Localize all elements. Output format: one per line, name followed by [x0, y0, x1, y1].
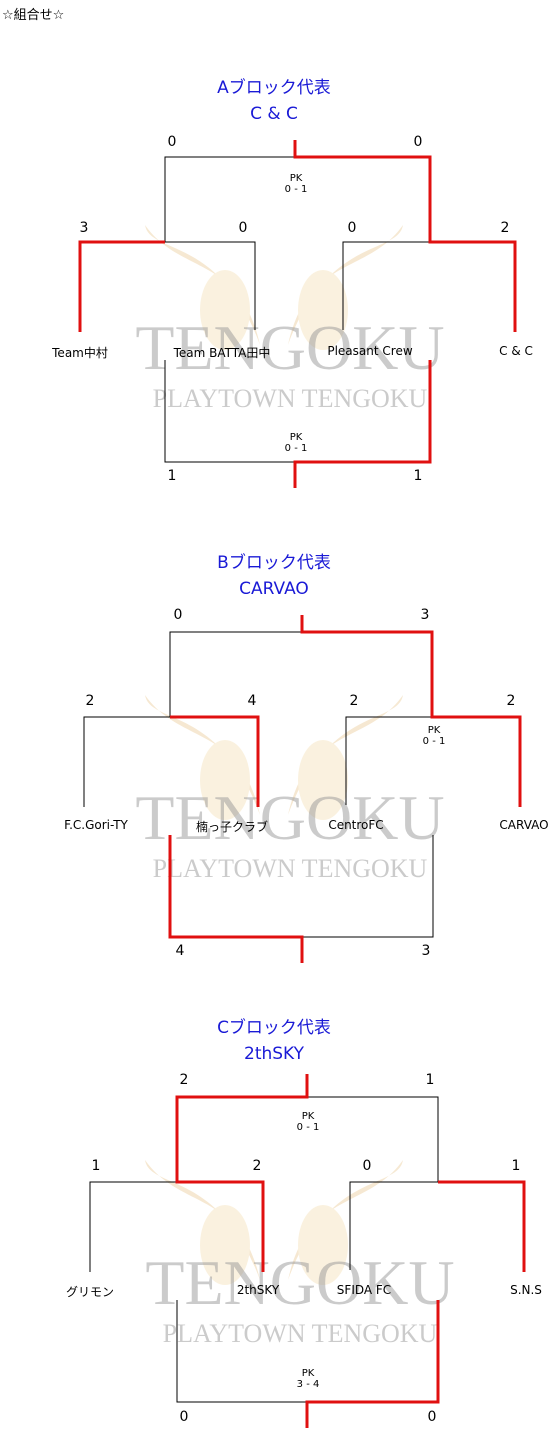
team-name: 2thSKY [236, 1283, 280, 1297]
block-c-winner: 2thSKY [244, 1044, 304, 1064]
score: 2 [349, 693, 359, 709]
score: 1 [91, 1158, 101, 1174]
team-name: Pleasant Crew [327, 344, 413, 358]
block-c-bracket [89, 1074, 526, 1428]
score: 0 [427, 1409, 437, 1425]
score: 2 [506, 693, 516, 709]
block-b-heading: Bブロック代表 [217, 553, 331, 573]
team-name: F.C.Gori-TY [64, 818, 128, 832]
team-name: C & C [499, 344, 533, 358]
team-name: CentroFC [328, 818, 384, 832]
score: 1 [425, 1072, 435, 1088]
score: 2 [500, 220, 510, 236]
team-name: Team中村 [52, 346, 108, 360]
block-a-bracket [78, 140, 517, 488]
score: 0 [179, 1409, 189, 1425]
block-c: TENGOKU PLAYTOWN TENGOKU Cブロック代表 2thSKY … [0, 1010, 548, 1428]
block-a-heading: Aブロック代表 [217, 78, 331, 98]
svg-text:TENGOKU: TENGOKU [135, 312, 444, 383]
score: 2 [179, 1072, 189, 1088]
team-name: Team BATTA田中 [173, 346, 271, 360]
svg-text:TENGOKU: TENGOKU [135, 782, 444, 853]
score: 4 [175, 943, 185, 959]
svg-text:TENGOKU: TENGOKU [145, 1247, 454, 1318]
score: 2 [252, 1158, 262, 1174]
score: 0 [173, 607, 183, 623]
block-a-winner: C & C [250, 104, 298, 124]
score: 0 [413, 134, 423, 150]
score: 1 [167, 468, 177, 484]
watermark: TENGOKU PLAYTOWN TENGOKU [145, 1160, 455, 1348]
score: 0 [167, 134, 177, 150]
watermark: TENGOKU PLAYTOWN TENGOKU [135, 225, 445, 413]
watermark: TENGOKU PLAYTOWN TENGOKU [135, 695, 445, 883]
team-name: グリモン [65, 1285, 115, 1299]
score: 1 [413, 468, 423, 484]
team-name: SFIDA FC [336, 1283, 392, 1297]
block-a: TENGOKU PLAYTOWN TENGOKU Aブロック代表 C & C 0… [0, 70, 548, 500]
svg-text:PLAYTOWN TENGOKU: PLAYTOWN TENGOKU [163, 1319, 438, 1348]
score: 0 [238, 220, 248, 236]
block-c-heading: Cブロック代表 [217, 1018, 331, 1038]
page-title: ☆組合せ☆ [2, 8, 65, 23]
svg-text:PLAYTOWN TENGOKU: PLAYTOWN TENGOKU [153, 854, 428, 883]
score: 2 [85, 693, 95, 709]
score: 3 [421, 943, 431, 959]
team-name: S.N.S [510, 1283, 542, 1297]
score: 3 [420, 607, 430, 623]
block-b-winner: CARVAO [239, 579, 309, 599]
score: 4 [247, 693, 257, 709]
team-name: CARVAO [499, 818, 548, 832]
svg-text:PLAYTOWN TENGOKU: PLAYTOWN TENGOKU [153, 384, 428, 413]
score: 0 [347, 220, 357, 236]
score: 0 [362, 1158, 372, 1174]
score: 1 [511, 1158, 521, 1174]
team-name: 楠っ子クラブ [195, 820, 269, 834]
block-b: TENGOKU PLAYTOWN TENGOKU Bブロック代表 CARVAO … [0, 545, 548, 975]
score: 3 [79, 220, 89, 236]
block-b-bracket [83, 615, 522, 963]
